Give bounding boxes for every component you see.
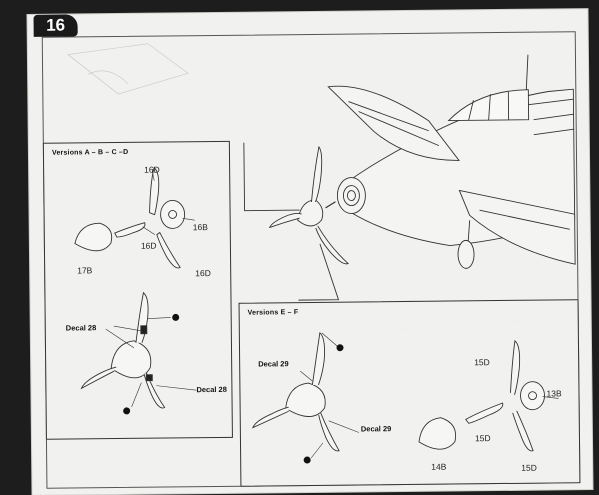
decal-label: Decal 28 <box>196 384 227 395</box>
propeller-exploded-view-ef <box>251 332 559 464</box>
versions-abcd-box: Versions A – B – C –D <box>42 140 233 440</box>
part-label: 16D <box>140 240 157 251</box>
part-label: 15D <box>521 462 537 473</box>
part-label: 17B <box>77 265 93 276</box>
decal-label: Decal 29 <box>258 359 289 369</box>
part-label: 16B <box>192 222 208 233</box>
part-label: 15D <box>474 357 490 368</box>
part-label: 16D <box>144 164 160 175</box>
decal-label: Decal 29 <box>360 424 392 434</box>
versions-ef-box: Versions E – F <box>238 299 581 487</box>
part-label: 15D <box>474 433 491 444</box>
part-label: 16D <box>195 268 211 279</box>
aircraft-illustration <box>67 43 576 332</box>
instruction-sheet: 16 <box>27 9 593 495</box>
propeller-exploded-view-a <box>74 166 197 415</box>
decal-label: Decal 28 <box>65 323 97 333</box>
part-label: 14B <box>431 461 447 472</box>
part-label: 13B <box>546 388 562 399</box>
